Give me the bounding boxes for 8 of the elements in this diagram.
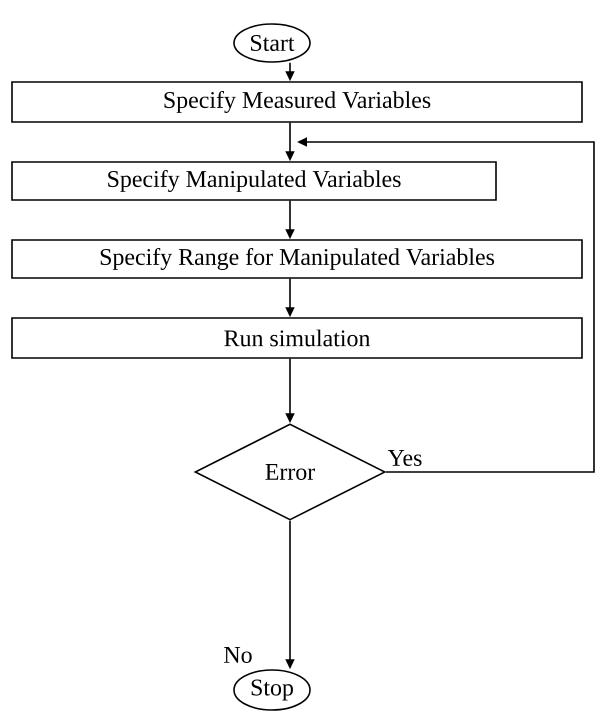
process-box: Specify Manipulated Variables xyxy=(11,161,497,201)
start-oval: Start xyxy=(233,23,311,63)
edge-label: No xyxy=(224,647,252,663)
edge-label: Yes xyxy=(388,450,422,466)
process-box: Specify Measured Variables xyxy=(11,81,583,123)
stop-oval: Stop xyxy=(233,669,311,711)
process-box: Specify Range for Manipulated Variables xyxy=(11,239,583,279)
process-box: Run simulation xyxy=(11,317,583,359)
